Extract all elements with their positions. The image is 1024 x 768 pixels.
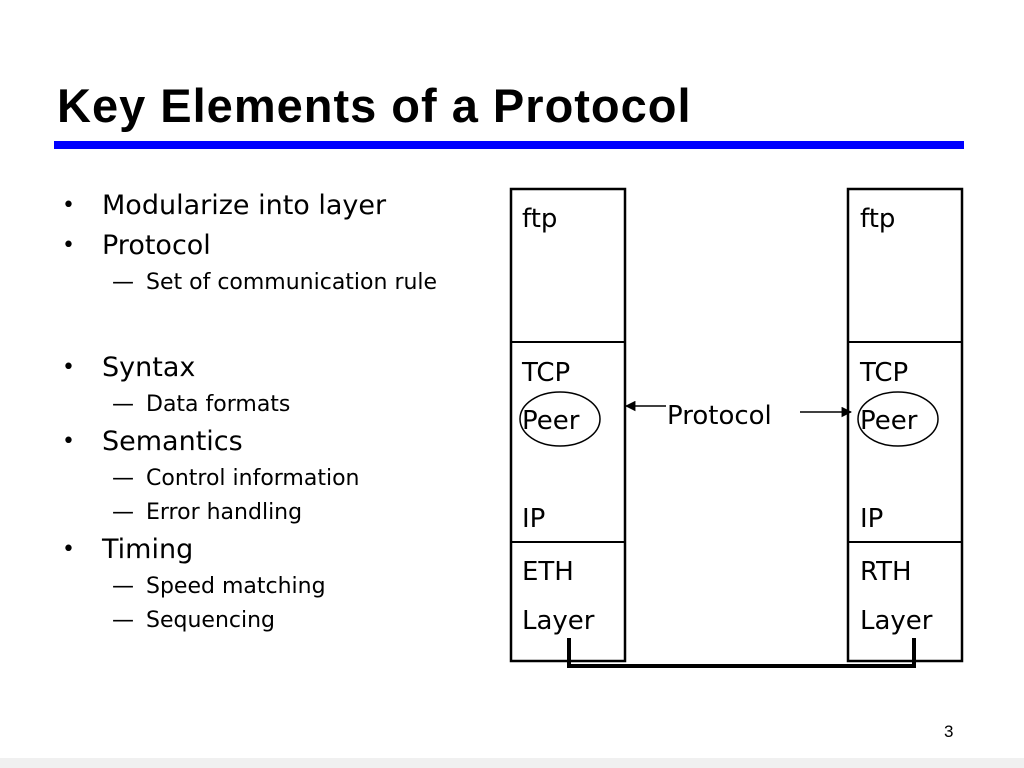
bullet-text: Syntax [102,352,196,383]
left-host-stack: ftp TCP Peer IP ETH Layer [509,187,627,663]
left-eth-label: ETH [522,557,574,587]
sub-bullet-dash: — [112,466,134,491]
sub-bullet-dash: — [112,608,134,633]
left-layer-label: Layer [522,606,595,636]
sub-bullet-data-formats: — Data formats [62,388,502,422]
bullet-text: Timing [102,534,194,565]
bullet-text: Semantics [102,426,243,457]
bullet-text: Modularize into layer [102,190,387,221]
page-number: 3 [944,722,954,741]
sub-bullet-control-information: — Control information [62,462,502,496]
right-host-stack: ftp TCP Peer IP RTH Layer [846,187,964,663]
right-peer-circle [857,391,939,447]
sub-bullet-text: Set of communication rule [146,270,438,295]
sub-bullet-dash: — [112,392,134,417]
sub-bullet-dash: — [112,574,134,599]
bullet-list: • Modularize into layer • Protocol — Set… [62,186,502,638]
slide-bottom-band [0,758,1024,768]
right-tcp-label: TCP [859,358,908,388]
bullet-dot: • [62,429,75,454]
sub-bullet-text: Control information [146,466,360,491]
sub-bullet-text: Error handling [146,500,303,525]
bullet-syntax: • Syntax [62,348,502,388]
sub-bullet-text: Speed matching [146,574,326,599]
bullet-protocol: • Protocol [62,226,502,266]
right-ip-label: IP [860,504,883,534]
right-layer-label: Layer [860,606,933,636]
physical-link-bracket [567,638,916,668]
sub-bullet-text: Data formats [146,392,291,417]
sub-bullet-text: Sequencing [146,608,276,633]
bullet-dot: • [62,355,75,380]
bullet-dot: • [62,193,75,218]
left-ftp-label: ftp [522,204,557,234]
bullet-dot: • [62,537,75,562]
right-rth-label: RTH [860,557,912,587]
bullet-timing: • Timing [62,530,502,570]
sub-bullet-dash: — [112,500,134,525]
left-peer-circle [519,391,601,447]
right-stack-frame [846,187,964,663]
right-peer-label: Peer [860,406,918,436]
bullet-dot: • [62,233,75,258]
bullet-modularize: • Modularize into layer [62,186,502,226]
slide-title: Key Elements of a Protocol [57,79,692,132]
sub-bullet-sequencing: — Sequencing [62,604,502,638]
sub-bullet-error-handling: — Error handling [62,496,502,530]
left-ip-label: IP [522,504,545,534]
sub-bullet-speed-matching: — Speed matching [62,570,502,604]
right-ftp-label: ftp [860,204,895,234]
bullet-semantics: • Semantics [62,422,502,462]
left-tcp-label: TCP [521,358,570,388]
sub-bullet-communication-rule: — Set of communication rule [62,266,502,300]
left-peer-label: Peer [522,406,580,436]
protocol-label: Protocol [667,401,772,431]
bullet-text: Protocol [102,230,211,261]
sub-bullet-dash: — [112,270,134,295]
title-underline [54,141,964,149]
